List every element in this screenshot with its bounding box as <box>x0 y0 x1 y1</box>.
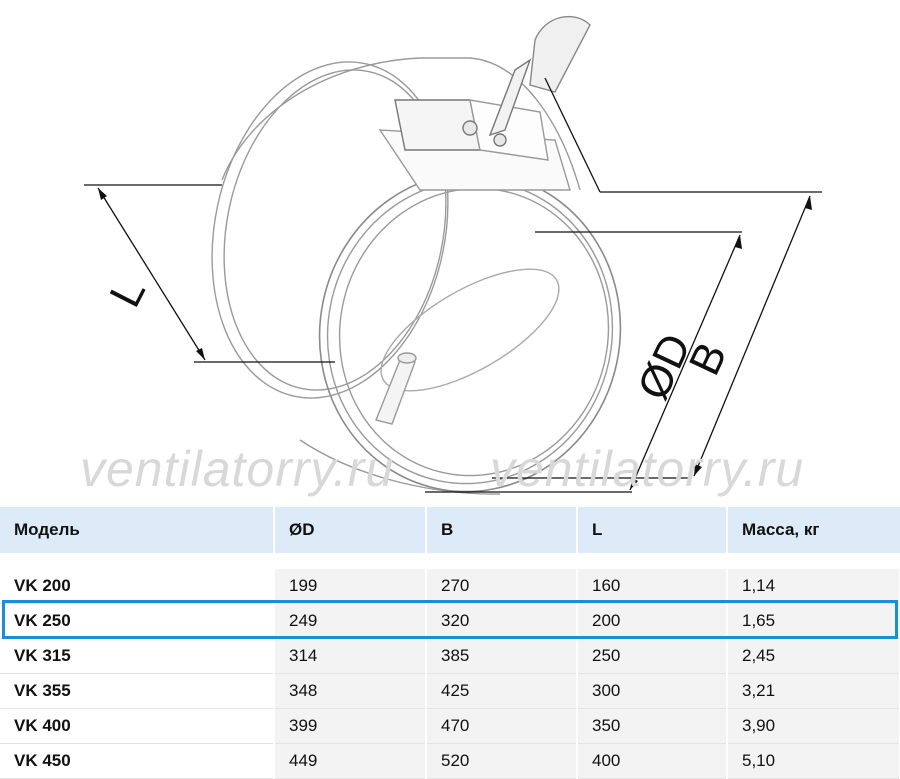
cell-l: 300 <box>577 673 728 709</box>
cell-mass: 1,65 <box>727 603 900 639</box>
table-spacer <box>0 553 900 569</box>
table-row: VK 315 314 385 250 2,45 <box>0 638 900 674</box>
arrow-B-top <box>805 196 812 210</box>
header-diameter: ØD <box>274 507 427 553</box>
cell-l: 400 <box>577 743 728 779</box>
product-drawing: ventilatorry.ru ventilatorry.ru L ØD B <box>80 15 822 497</box>
table-row-highlighted: VK 250 249 320 200 1,65 <box>0 603 900 639</box>
handle-grip <box>529 15 591 93</box>
table-row: VK 355 348 425 300 3,21 <box>0 673 900 709</box>
back-rim <box>211 61 449 399</box>
D-dimension-line <box>629 234 741 491</box>
cell-diameter: 348 <box>274 673 427 709</box>
table-row: VK 400 399 470 350 3,90 <box>0 708 900 744</box>
cell-diameter: 399 <box>274 708 427 744</box>
table-header-row: Модель ØD B L Масса, кг <box>0 507 900 553</box>
cell-mass: 5,10 <box>727 743 900 779</box>
arrow-B-bottom <box>694 464 702 476</box>
arrow-L-top <box>98 188 107 200</box>
header-b: B <box>426 507 578 553</box>
cell-mass: 2,45 <box>727 638 900 674</box>
watermark-left: ventilatorry.ru <box>80 441 395 497</box>
header-model: Модель <box>0 507 275 553</box>
cell-model: VK 315 <box>0 638 275 674</box>
cell-b: 520 <box>426 743 578 779</box>
cell-mass: 1,14 <box>727 569 900 604</box>
cell-mass: 3,90 <box>727 708 900 744</box>
cell-b: 270 <box>426 569 578 604</box>
specifications-table: Модель ØD B L Масса, кг VK 200 199 270 1… <box>0 507 900 779</box>
cell-mass: 3,21 <box>727 673 900 709</box>
cell-b: 470 <box>426 708 578 744</box>
body-bottom-edge <box>299 439 501 495</box>
cell-model: VK 355 <box>0 673 275 709</box>
table-row: VK 200 199 270 160 1,14 <box>0 569 900 604</box>
cell-l: 160 <box>577 569 728 604</box>
cell-b: 385 <box>426 638 578 674</box>
watermark-right: ventilatorry.ru <box>490 441 805 497</box>
cell-diameter: 199 <box>274 569 427 604</box>
cell-diameter: 449 <box>274 743 427 779</box>
header-l: L <box>577 507 728 553</box>
cell-l: 350 <box>577 708 728 744</box>
header-mass: Масса, кг <box>727 507 900 553</box>
cell-b: 320 <box>426 603 578 639</box>
shaft <box>375 359 416 425</box>
B-dimension-line <box>693 195 811 477</box>
arrow-D-top <box>735 235 742 249</box>
B-extension-slant <box>544 77 601 193</box>
cell-b: 425 <box>426 673 578 709</box>
cell-model: VK 200 <box>0 569 275 604</box>
cell-diameter: 314 <box>274 638 427 674</box>
damper-blade <box>380 268 560 392</box>
cell-model: VK 450 <box>0 743 275 779</box>
cell-l: 250 <box>577 638 728 674</box>
body-top-edge <box>221 57 581 191</box>
arrow-L-bottom <box>196 348 205 360</box>
table-row: VK 450 449 520 400 5,10 <box>0 743 900 779</box>
cell-diameter: 249 <box>274 603 427 639</box>
cell-l: 200 <box>577 603 728 639</box>
damper-illustration <box>84 15 822 495</box>
handle <box>488 58 532 137</box>
arrow-D-bottom <box>630 478 638 490</box>
cell-model: VK 250 <box>0 603 275 639</box>
L-dimension-line <box>97 187 206 361</box>
cell-model: VK 400 <box>0 708 275 744</box>
